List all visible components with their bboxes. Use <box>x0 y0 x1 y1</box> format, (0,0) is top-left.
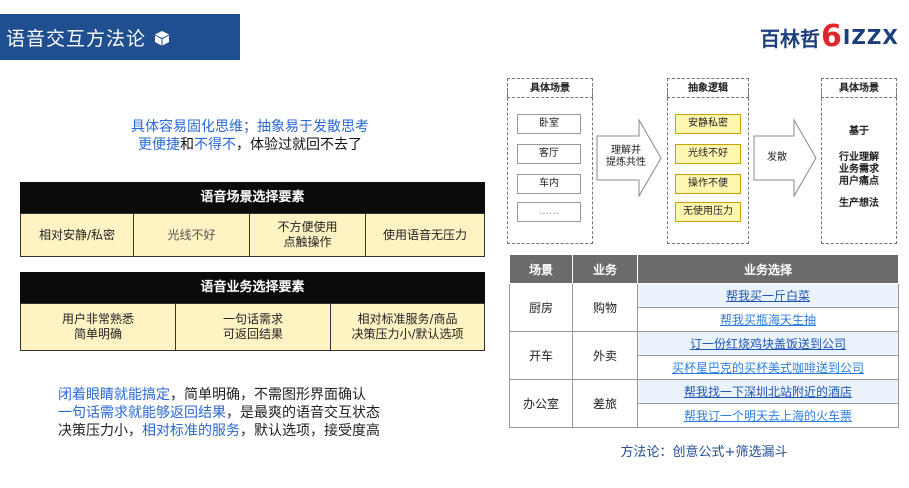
table-row: 买杯星巴克的买杯美式咖啡送到公司 <box>510 355 899 380</box>
logic-no-pressure: 无使用压力 <box>675 202 741 222</box>
business-cell: 差旅 <box>572 379 638 428</box>
headline-convenient: 更便捷 <box>138 137 180 153</box>
headline-line-2: 更便捷和不得不，体验过就回不去了 <box>60 136 440 154</box>
table-row: 帮我订一个明天去上海的火车票 <box>510 403 899 428</box>
business-cell-standard: 相对标准服务/商品 决策压力小/默认选项 <box>351 312 464 341</box>
biz-table-header-row: 场景 业务 业务选择 <box>509 254 899 284</box>
summary-best-state: ，是最爽的语音交互状态 <box>226 405 380 421</box>
choice-link[interactable]: 帮我买瓶海天生抽 <box>637 307 899 332</box>
col2-title: 抽象逻辑 <box>667 78 749 98</box>
logo-six: 6 <box>821 19 842 54</box>
header-business: 业务 <box>572 254 638 284</box>
headline-line-1: 具体容易固化思维；抽象易于发散思考 <box>131 119 369 135</box>
summary-one-sentence: 一句话需求就能够返回结果 <box>58 405 226 421</box>
business-cell: 外卖 <box>572 331 638 380</box>
scene-more: …… <box>517 202 581 222</box>
headline-no-return: ，体验过就回不去了 <box>236 137 362 153</box>
scene-cell: 开车 <box>509 331 573 380</box>
header-scene: 场景 <box>509 254 573 284</box>
business-choice-table: 场景 业务 业务选择 厨房 购物 帮我买一斤白菜 帮我买瓶海天生抽 开车 外卖 … <box>509 254 899 428</box>
logic-inconvenient: 操作不便 <box>675 174 741 194</box>
summary-line-1: 闭着眼睛就能搞定，简单明确，不需图形界面确认 <box>58 386 468 404</box>
scene-car: 车内 <box>517 174 581 194</box>
business-cell-one-sentence: 一句话需求 可返回结果 <box>176 304 331 350</box>
arrow1-label: 理解并 提炼共性 <box>606 145 646 168</box>
summary-line-3: 决策压力小，相对标准的服务，默认选项，接受度高 <box>58 422 468 440</box>
output-based-on: 基于 <box>849 126 869 137</box>
col1-title: 具体场景 <box>507 78 593 98</box>
table-row: 开车 外卖 订一份红烧鸡块盖饭送到公司 <box>509 331 899 380</box>
scene-cell: 厨房 <box>509 283 573 332</box>
scene-cell: 办公室 <box>509 379 573 428</box>
choice-link[interactable]: 帮我买一斤白菜 <box>637 283 899 308</box>
choice-link[interactable]: 买杯星巴克的买杯美式咖啡送到公司 <box>637 355 899 380</box>
scene-selection-table: 语音场景选择要素 相对安静/私密 光线不好 不方便使用 点触操作 使用语音无压力 <box>20 182 485 257</box>
choice-link[interactable]: 帮我订一个明天去上海的火车票 <box>637 403 899 428</box>
brand-logo: 百林哲 6 IZZX <box>760 22 899 52</box>
cube-icon <box>154 29 170 46</box>
header-choice: 业务选择 <box>637 254 899 284</box>
scene-cell-quiet: 相对安静/私密 <box>21 214 134 256</box>
scene-living-room: 客厅 <box>517 144 581 164</box>
summary-low-pressure: 决策压力小， <box>58 423 142 439</box>
creativity-diagram: 具体场景 卧室 客厅 车内 …… 理解并 提炼共性 抽象逻辑 安静私密 光线不好… <box>505 78 900 248</box>
business-table-header: 语音业务选择要素 <box>20 272 485 303</box>
methodology-caption: 方法论：创意公式+筛选漏斗 <box>620 445 788 460</box>
output-ideas: 生产想法 <box>839 198 879 209</box>
headline: 具体容易固化思维；抽象易于发散思考 更便捷和不得不，体验过就回不去了 <box>60 118 440 154</box>
arrow-right-icon <box>596 118 662 198</box>
choice-link[interactable]: 订一份红烧鸡块盖饭送到公司 <box>637 331 899 356</box>
logo-text-cn: 百林哲 <box>760 26 820 51</box>
logic-low-light: 光线不好 <box>675 144 741 164</box>
logic-quiet: 安静私密 <box>675 114 741 134</box>
summary-line-2: 一句话需求就能够返回结果，是最爽的语音交互状态 <box>58 404 468 422</box>
business-selection-table: 语音业务选择要素 用户非常熟悉 简单明确 一句话需求 可返回结果 相对标准服务/… <box>20 272 485 351</box>
scene-bedroom: 卧室 <box>517 114 581 134</box>
scene-cell-low-light: 光线不好 <box>134 214 250 256</box>
table-row: 办公室 差旅 帮我找一下深圳北站附近的酒店 <box>509 379 899 428</box>
arrow-right-icon-2 <box>753 118 817 198</box>
bottom-summary: 闭着眼睛就能搞定，简单明确，不需图形界面确认 一句话需求就能够返回结果，是最爽的… <box>58 386 468 440</box>
summary-eyes-closed: 闭着眼睛就能搞定 <box>58 387 170 403</box>
page-title: 语音交互方法论 <box>6 27 147 50</box>
output-factors: 行业理解 业务需求 用户痛点 <box>839 152 879 187</box>
scene-cell-no-pressure: 使用语音无压力 <box>382 227 467 242</box>
choice-link[interactable]: 帮我找一下深圳北站附近的酒店 <box>637 379 899 404</box>
table-row: 厨房 购物 帮我买一斤白菜 <box>509 283 899 332</box>
arrow2-label: 发散 <box>767 152 787 163</box>
summary-standard: 相对标准的服务 <box>142 423 240 439</box>
scene-cell-no-touch: 不方便使用 点触操作 <box>250 214 366 256</box>
headline-and: 和 <box>180 137 194 153</box>
summary-default: ，默认选项，接受度高 <box>240 423 380 439</box>
business-table-row: 用户非常熟悉 简单明确 一句话需求 可返回结果 相对标准服务/商品 决策压力小/… <box>20 303 485 351</box>
logo-text-latin: IZZX <box>842 25 899 49</box>
scene-table-header: 语音场景选择要素 <box>20 182 485 213</box>
col3-title: 具体场景 <box>821 78 897 98</box>
business-cell: 购物 <box>572 283 638 332</box>
summary-simple: ，简单明确，不需图形界面确认 <box>170 387 366 403</box>
scene-table-row: 相对安静/私密 光线不好 不方便使用 点触操作 使用语音无压力 <box>20 213 485 257</box>
business-cell-familiar: 用户非常熟悉 简单明确 <box>21 304 176 350</box>
page-title-bar: 语音交互方法论 <box>0 14 240 60</box>
headline-must: 不得不 <box>194 137 236 153</box>
